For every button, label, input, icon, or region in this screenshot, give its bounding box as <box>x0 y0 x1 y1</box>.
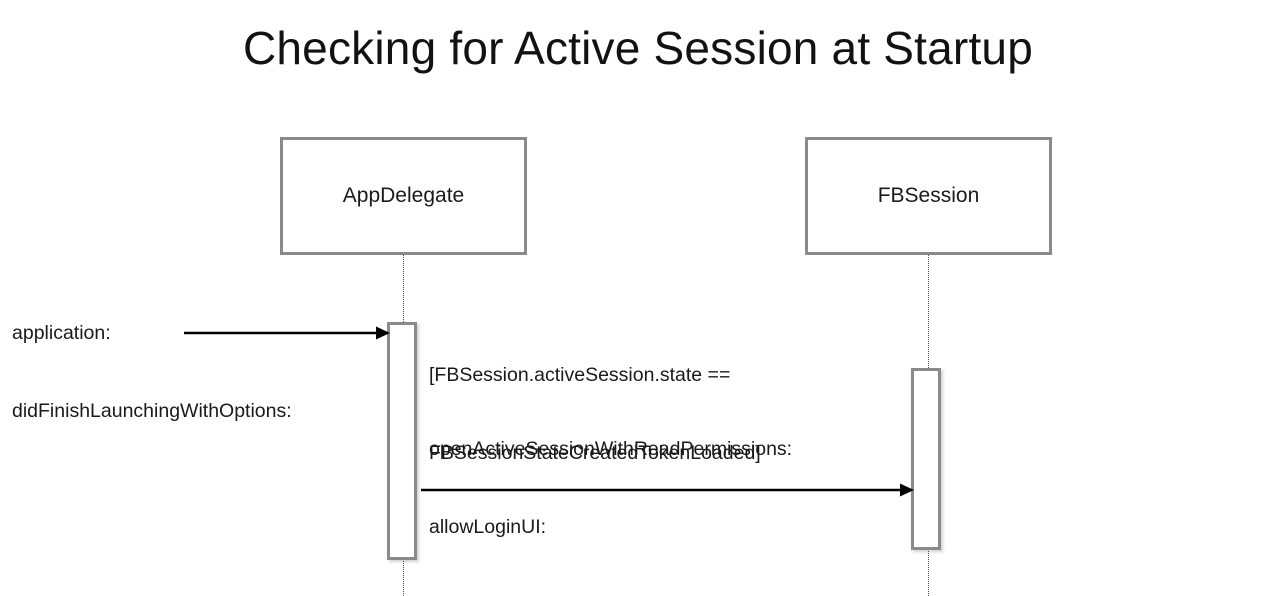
page-title: Checking for Active Session at Startup <box>242 22 1033 74</box>
message-arrow-application-didfinishlaunching <box>184 325 390 341</box>
message-label-application-didfinishlaunching: application: didFinishLaunchingWithOptio… <box>12 268 292 476</box>
message-label-line: allowLoginUI: <box>429 516 547 538</box>
message-label-line: openActiveSessionWithReadPermissions: <box>429 438 793 460</box>
message-label-guard-condition: [FBSession.activeSession.state == FBSess… <box>429 310 761 518</box>
message-label-line: completionHandler: <box>429 592 792 596</box>
participant-label-fbsession: FBSession <box>877 184 980 208</box>
participant-label-appdelegate: AppDelegate <box>342 184 465 208</box>
message-label-line: didFinishLaunchingWithOptions: <box>12 400 292 422</box>
activation-bar-appdelegate[interactable] <box>387 322 417 560</box>
participant-box-fbsession[interactable]: FBSession <box>805 137 1052 255</box>
message-label-openactivesession: openActiveSessionWithReadPermissions: al… <box>429 384 792 596</box>
message-label-line: application: <box>12 322 111 344</box>
participant-box-appdelegate[interactable]: AppDelegate <box>280 137 527 255</box>
message-label-line: FBSessionStateCreatedTokenLoaded] <box>429 442 761 464</box>
message-label-line: [FBSession.activeSession.state == <box>429 364 731 386</box>
activation-bar-fbsession[interactable] <box>911 368 941 550</box>
message-arrow-openactivesession <box>421 482 914 498</box>
